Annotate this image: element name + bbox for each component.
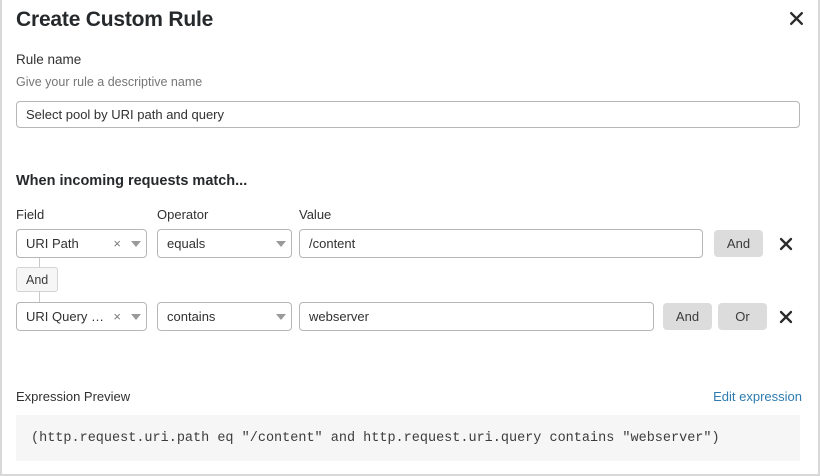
chevron-down-icon[interactable] [126,240,146,247]
clear-icon[interactable]: × [113,309,121,324]
chevron-down-icon[interactable] [271,240,291,247]
expression-preview-block: (http.request.uri.path eq "/content" and… [16,415,800,461]
match-section-heading: When incoming requests match... [16,173,248,189]
operator-select-row-2[interactable]: contains [157,302,292,331]
and-button-row-1[interactable]: And [714,230,763,257]
chevron-down-icon[interactable] [126,313,146,320]
connector-line-bottom [39,291,40,302]
rule-name-label: Rule name [16,52,82,67]
field-select-row-1[interactable]: URI Path × [16,229,147,258]
operator-select-value-row-2: contains [167,309,216,324]
chevron-down-icon[interactable] [271,313,291,320]
remove-condition-row-2-icon[interactable] [775,306,797,328]
column-header-operator: Operator [157,207,209,222]
clear-icon[interactable]: × [113,236,121,251]
page-title: Create Custom Rule [16,8,214,31]
value-input-row-2[interactable] [299,302,654,331]
operator-select-value-row-1: equals [167,236,206,251]
column-header-field: Field [16,207,45,222]
remove-condition-row-1-icon[interactable] [775,233,797,255]
and-button-row-2[interactable]: And [663,303,712,330]
connector-line-top [39,258,40,268]
close-icon[interactable] [784,6,808,30]
field-select-row-2[interactable]: URI Query St... × [16,302,147,331]
rule-name-input[interactable] [16,101,800,128]
field-select-value-row-1: URI Path [26,236,79,251]
expression-preview-label: Expression Preview [16,389,131,404]
rule-name-sublabel: Give your rule a descriptive name [16,75,203,89]
field-select-value-row-2: URI Query St... [26,309,109,324]
expression-preview-code: (http.request.uri.path eq "/content" and… [31,430,720,446]
edit-expression-link[interactable]: Edit expression [713,389,802,404]
or-button-row-2[interactable]: Or [718,303,767,330]
logic-connector-and[interactable]: And [16,267,59,292]
operator-select-row-1[interactable]: equals [157,229,292,258]
column-header-value: Value [299,207,332,222]
value-input-row-1[interactable] [299,229,703,258]
